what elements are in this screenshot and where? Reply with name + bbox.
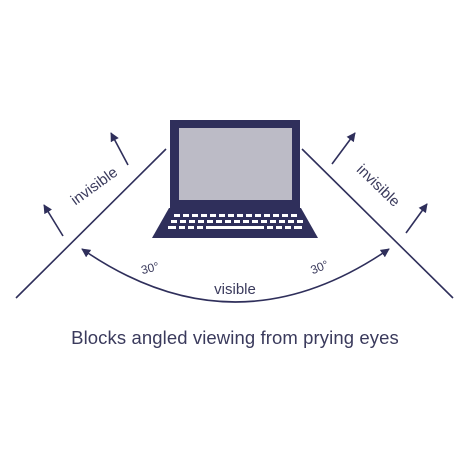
laptop-keyboard <box>168 214 303 229</box>
angle-right-label: 30° <box>308 257 330 277</box>
right-lower-arrow <box>405 203 428 234</box>
visible-arc-arrow <box>81 248 390 303</box>
invisible-right-label: invisible <box>353 161 403 210</box>
laptop-screen <box>179 128 292 200</box>
angle-left-label: 30° <box>140 259 161 277</box>
right-upper-arrow <box>331 132 356 165</box>
caption: Blocks angled viewing from prying eyes <box>71 327 399 348</box>
left-upper-arrow <box>110 132 129 166</box>
right-boundary-line <box>301 148 454 299</box>
left-lower-arrow <box>43 204 64 237</box>
visible-label: visible <box>214 281 256 298</box>
left-boundary-line <box>15 148 167 299</box>
laptop-icon <box>152 120 318 238</box>
